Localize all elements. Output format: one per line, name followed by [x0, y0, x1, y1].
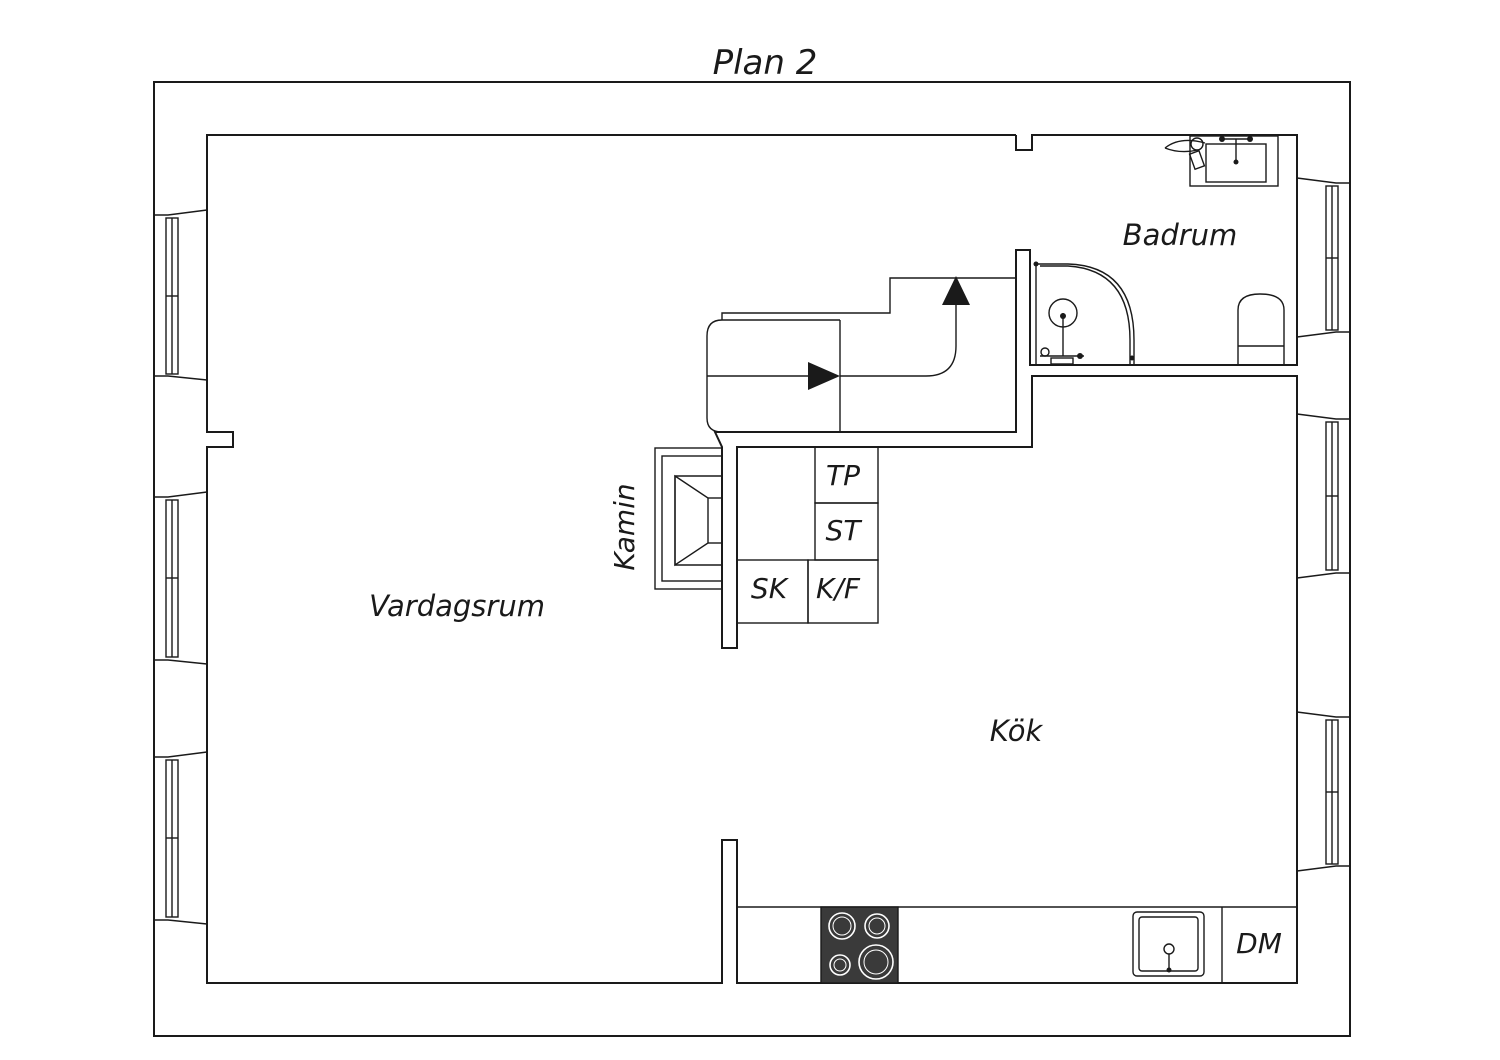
- room-label-living: Vardagsrum: [369, 589, 545, 623]
- room-label-bathroom: Badrum: [1123, 218, 1238, 252]
- fireplace: Kamin: [608, 447, 723, 590]
- shower-icon: [1033, 261, 1135, 365]
- sk-label: SK: [751, 572, 790, 605]
- bathroom-sink-icon: [1189, 135, 1279, 187]
- toilet-icon: [1237, 293, 1285, 365]
- bathroom-fixtures: [1033, 135, 1285, 365]
- room-label-kitchen: Kök: [990, 714, 1044, 748]
- stove-icon: [820, 906, 899, 984]
- staircase: [706, 276, 1016, 433]
- kitchen-sink-icon: [1132, 911, 1205, 977]
- towel-hook-icon: [1164, 137, 1206, 171]
- windows-left: [154, 209, 208, 925]
- appliance-column: TP ST SK K/F: [736, 446, 879, 624]
- outer-wall: [153, 81, 1351, 1037]
- inner-walls: [206, 134, 1298, 984]
- plan-title: Plan 2: [713, 43, 818, 83]
- windows-right: [1296, 177, 1350, 872]
- tp-label: TP: [826, 459, 860, 492]
- dm-label: DM: [1236, 927, 1282, 960]
- st-label: ST: [826, 514, 863, 547]
- kf-label: K/F: [816, 572, 861, 605]
- fireplace-label: Kamin: [608, 483, 641, 570]
- kitchen-counter: DM: [737, 906, 1297, 984]
- stair-arrow-right-icon: [808, 362, 840, 390]
- stair-arrow-up-icon: [942, 276, 970, 305]
